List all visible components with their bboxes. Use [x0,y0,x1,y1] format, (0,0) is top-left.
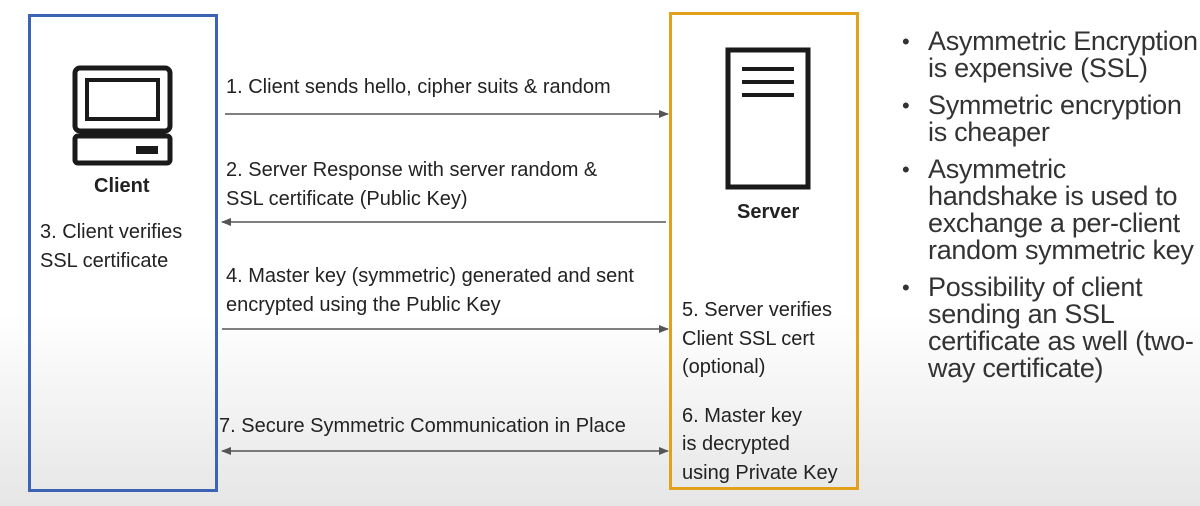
server-box [669,12,859,490]
client-verify-line1: 3. Client verifies [40,221,183,243]
bullet-text: Asymmetric handshake is used to exchange… [928,154,1194,265]
bullet-dot-icon: • [902,157,910,182]
bullet-text: Symmetric encryption is cheaper [928,90,1182,147]
bullet-item: • Asymmetric Encryption is expensive (SS… [900,28,1200,82]
server-verify-line1: 5. Server verifies [682,299,833,321]
bullet-text: Asymmetric Encryption is expensive (SSL) [928,26,1198,83]
server-tower-icon [725,47,811,190]
message-4-line2: encrypted using the Public Key [226,294,501,316]
client-label: Client [94,175,150,197]
message-2-line1: 2. Server Response with server random & [226,159,598,181]
bullet-dot-icon: • [902,275,910,300]
message-1: 1. Client sends hello, cipher suits & ra… [226,76,611,98]
message-4-line1: 4. Master key (symmetric) generated and … [226,265,634,287]
message-7: 7. Secure Symmetric Communication in Pla… [219,415,626,437]
bullet-item: • Symmetric encryption is cheaper [900,92,1200,146]
client-box [28,14,218,492]
bullet-dot-icon: • [902,93,910,118]
bullet-dot-icon: • [902,29,910,54]
server-decrypt-line3: using Private Key [682,462,838,484]
message-2-line2: SSL certificate (Public Key) [226,188,468,210]
server-label: Server [737,201,800,223]
computer-icon [72,65,173,166]
bullet-list: • Asymmetric Encryption is expensive (SS… [900,28,1200,392]
bullet-item: • Possibility of client sending an SSL c… [900,274,1200,382]
client-verify-line2: SSL certificate [40,250,169,272]
bullet-text: Possibility of client sending an SSL cer… [928,272,1194,383]
server-decrypt-line2: is decrypted [682,433,790,455]
server-decrypt-line1: 6. Master key [682,405,803,427]
server-verify-line2: Client SSL cert [682,328,815,350]
server-verify-line3: (optional) [682,356,766,378]
bullet-item: • Asymmetric handshake is used to exchan… [900,156,1200,264]
